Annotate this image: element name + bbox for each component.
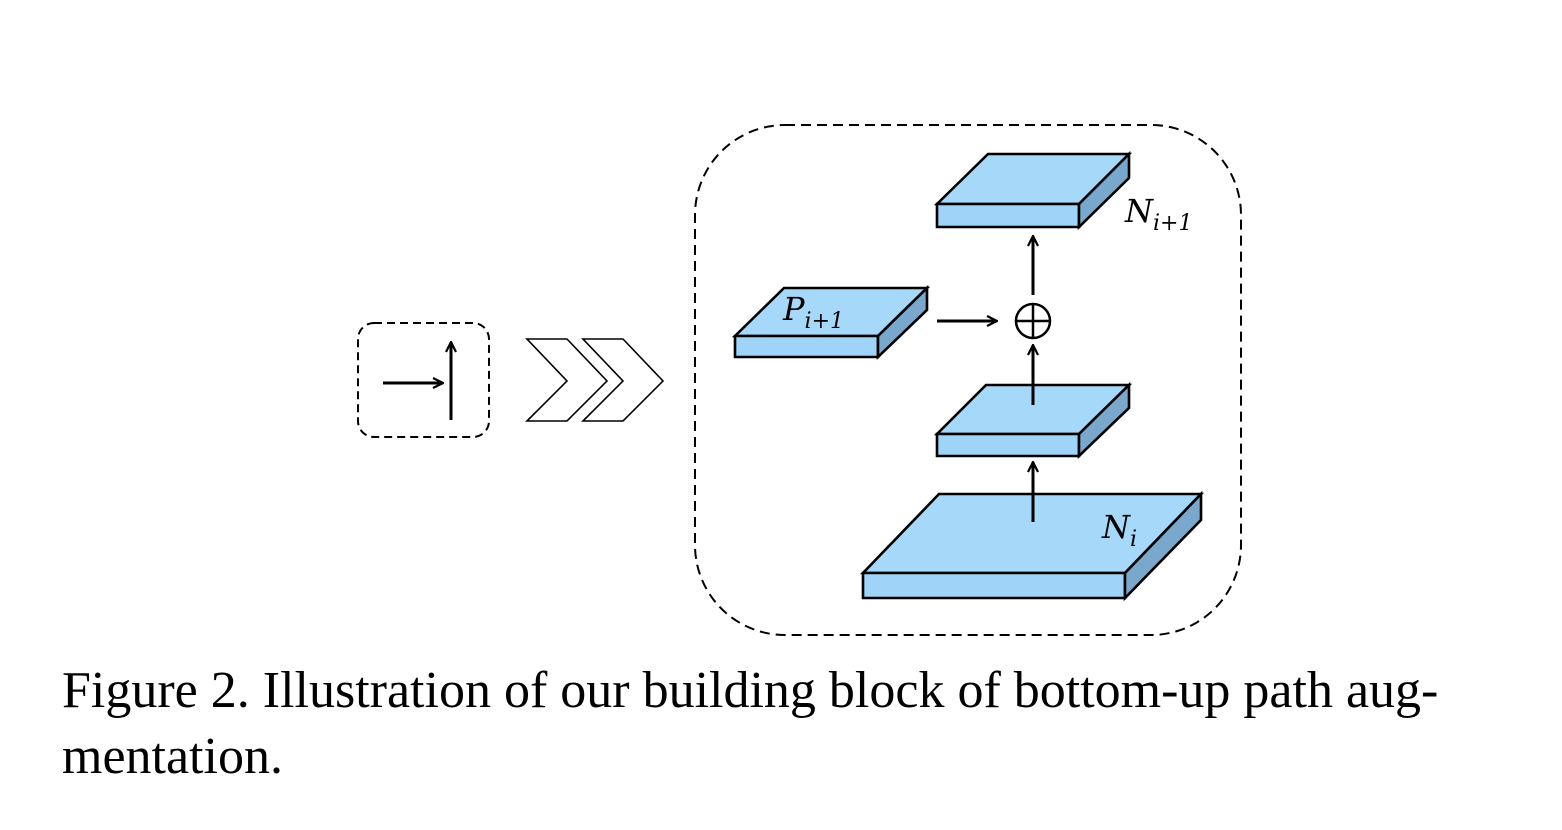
double-chevron-icon (525, 338, 665, 422)
legend-dashed-box (357, 322, 490, 438)
figure-caption: Figure 2. Illustration of our building b… (62, 658, 1542, 790)
legend-icon (357, 322, 490, 438)
label-n-current: Ni (1101, 508, 1137, 552)
label-n-next: Ni+1 (1124, 192, 1192, 236)
caption-line-1: Figure 2. Illustration of our building b… (62, 662, 1439, 719)
bottom-up-path-diagram: ⊕ Ni+1 Pi+1 Ni (357, 124, 1242, 636)
label-p-next: Pi+1 (782, 290, 844, 334)
building-block-container (694, 124, 1242, 636)
caption-line-2: mentation. (62, 728, 283, 785)
block-n-current (859, 490, 1205, 602)
block-p-next (731, 284, 931, 361)
elementwise-sum-icon: ⊕ (1014, 302, 1052, 340)
block-n-next (933, 150, 1133, 231)
block-intermediate (933, 381, 1133, 460)
